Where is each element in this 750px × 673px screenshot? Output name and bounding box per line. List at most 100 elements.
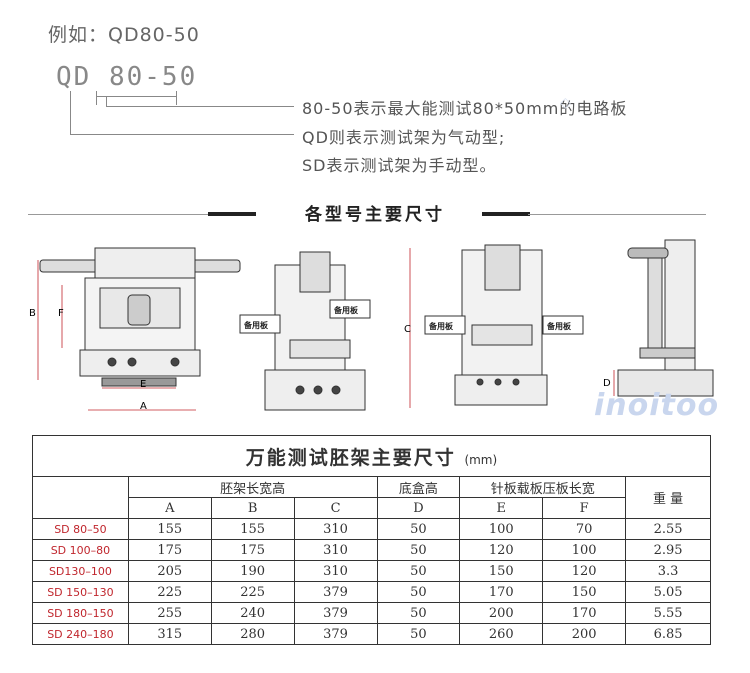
model-code: QD 80-50 [56,62,197,92]
bracket-size-right [176,91,177,105]
cell-a: 225 [127,581,212,603]
cell-c: 310 [293,539,378,561]
board-label-2: 备用板 [333,305,359,315]
cell-model: SD 150–130 [32,581,129,603]
cell-e: 170 [459,581,544,603]
front-view-drawing [39,247,241,387]
cell-f: 100 [542,539,627,561]
example-label: 例如：QD80-50 [48,24,200,46]
cell-a: 155 [127,518,212,540]
model-prefix: QD [56,62,92,92]
section-rule-right [528,214,706,215]
cell-f: 70 [542,518,627,540]
cell-b: 155 [210,518,295,540]
front-view-dimensions [37,260,196,411]
table-title-row: 万能测试胚架主要尺寸 (mm) [32,435,711,477]
cell-c: 310 [293,518,378,540]
cell-c: 379 [293,581,378,603]
dim-label-e: E [140,379,146,390]
cell-d: 50 [376,581,461,603]
cell-f: 170 [542,602,627,624]
cell-f: 120 [542,560,627,582]
cell-a: 175 [127,539,212,561]
cell-d: 50 [376,623,461,645]
table-title-text: 万能测试胚架主要尺寸 [245,446,456,469]
section-title-text: 各型号主要尺寸 [299,205,451,225]
table-title: 万能测试胚架主要尺寸 (mm) [32,435,711,477]
description-sd: SD表示测试架为手动型。 [302,156,497,175]
cell-e: 100 [459,518,544,540]
cell-b: 280 [210,623,295,645]
cell-c: 379 [293,623,378,645]
table-col-header-row: A B C D E F [33,497,711,519]
section-rule-left-bar [208,212,256,216]
cell-e: 150 [459,560,544,582]
section-rule-right-bar [482,212,530,216]
section-rule-left [28,214,218,215]
bracket-size-down [106,96,107,107]
col-header-b: B [210,497,295,519]
dim-label-b: B [29,308,36,319]
cell-e: 200 [459,602,544,624]
dim-label-d: D [603,378,611,389]
description-size: 80-50表示最大能测试80*50mm的电路板 [302,99,628,118]
board-label-3: 备用板 [428,321,454,331]
cell-w: 6.85 [625,623,711,645]
cell-d: 50 [376,560,461,582]
bracket-size-left [96,91,97,105]
cell-d: 50 [376,539,461,561]
section-title: 各型号主要尺寸 [0,200,750,225]
col-header-a: A [127,497,212,519]
description-qd: QD则表示测试架为气动型; [302,128,506,147]
model-size: 80-50 [108,62,198,92]
board-label-4: 备用板 [546,321,572,331]
cell-b: 225 [210,581,295,603]
cell-b: 240 [210,602,295,624]
table-unit: (mm) [464,452,498,467]
table-corner-cell [32,476,129,519]
col-header-d: D [376,497,461,519]
header-base: 底盒高 [376,476,461,498]
dim-label-f: F [58,308,64,319]
bracket-size-bottom [96,96,177,97]
cell-f: 200 [542,623,627,645]
cell-w: 2.55 [625,518,711,540]
cell-d: 50 [376,602,461,624]
cell-b: 175 [210,539,295,561]
cell-c: 310 [293,560,378,582]
cell-a: 315 [127,623,212,645]
cell-c: 379 [293,602,378,624]
cell-b: 190 [210,560,295,582]
table-group-header-row: 胚架长宽高 底盒高 针板载板压板长宽 重 量 [32,476,711,519]
cell-d: 50 [376,518,461,540]
cell-w: 5.55 [625,602,711,624]
col-header-e: E [459,497,544,519]
cell-model: SD 80–50 [32,518,129,540]
col-header-c: C [293,497,378,519]
dim-label-a: A [140,401,147,412]
cell-w: 2.95 [625,539,711,561]
fixture-figures: B F E A 备用板 备用板 C 备用板 备用板 [29,239,714,412]
cell-f: 150 [542,581,627,603]
cell-model: SD 100–80 [32,539,129,561]
dimensions-table: 万能测试胚架主要尺寸 (mm) 胚架长宽高 底盒高 针板载板压板长宽 重 量 A… [32,435,711,645]
cell-model: SD 180–150 [32,602,129,624]
cell-e: 260 [459,623,544,645]
side-view-drawing [617,239,714,397]
perspective-view-2 [424,244,584,406]
bracket-prefix-down [70,91,71,134]
cell-e: 120 [459,539,544,561]
watermark-fragment: ◇ [560,95,571,111]
cell-a: 205 [127,560,212,582]
header-frame: 胚架长宽高 [127,476,378,498]
cell-a: 255 [127,602,212,624]
col-header-f: F [542,497,627,519]
header-weight: 重 量 [625,476,711,519]
